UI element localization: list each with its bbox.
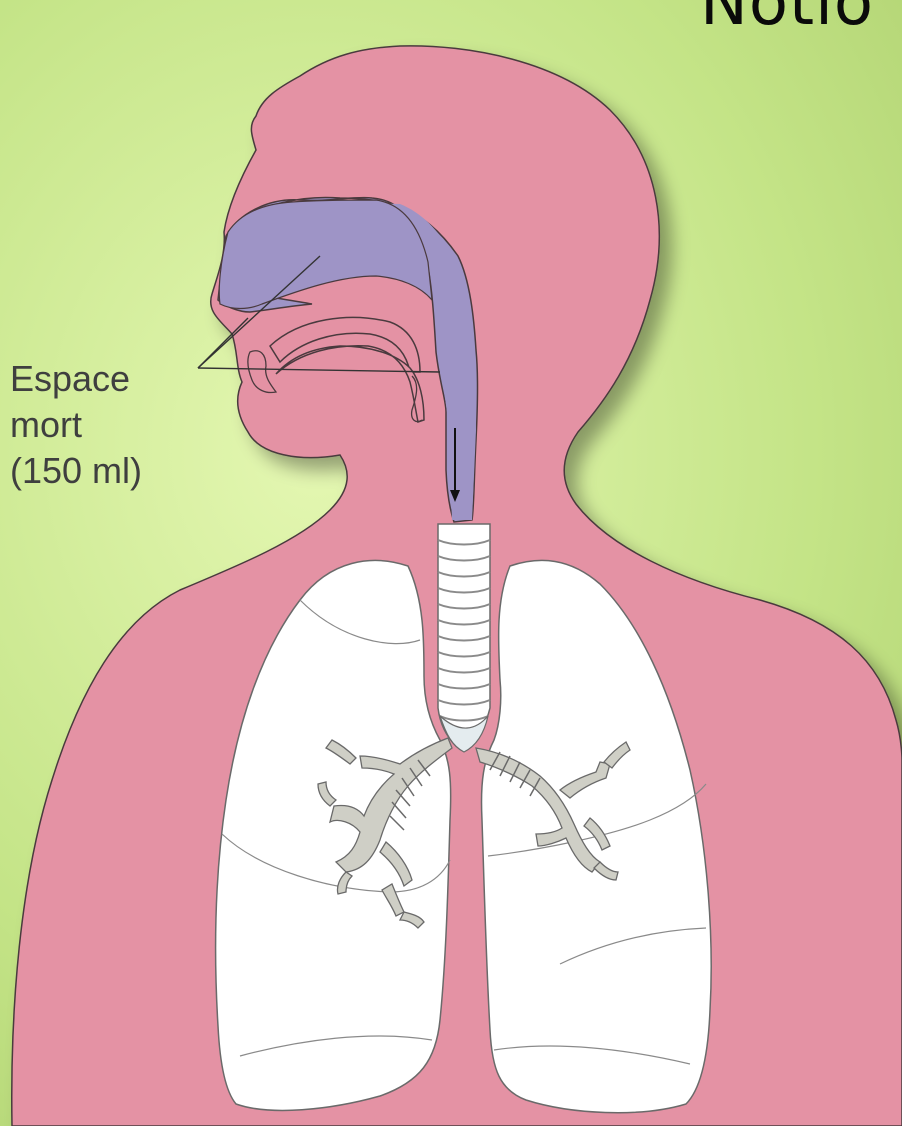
label-line-1: Espace xyxy=(10,356,130,402)
page-heading: Notio xyxy=(700,0,874,40)
label-line-3: (150 ml) xyxy=(10,448,142,494)
trachea xyxy=(438,524,490,752)
label-line-2: mort xyxy=(10,402,82,448)
